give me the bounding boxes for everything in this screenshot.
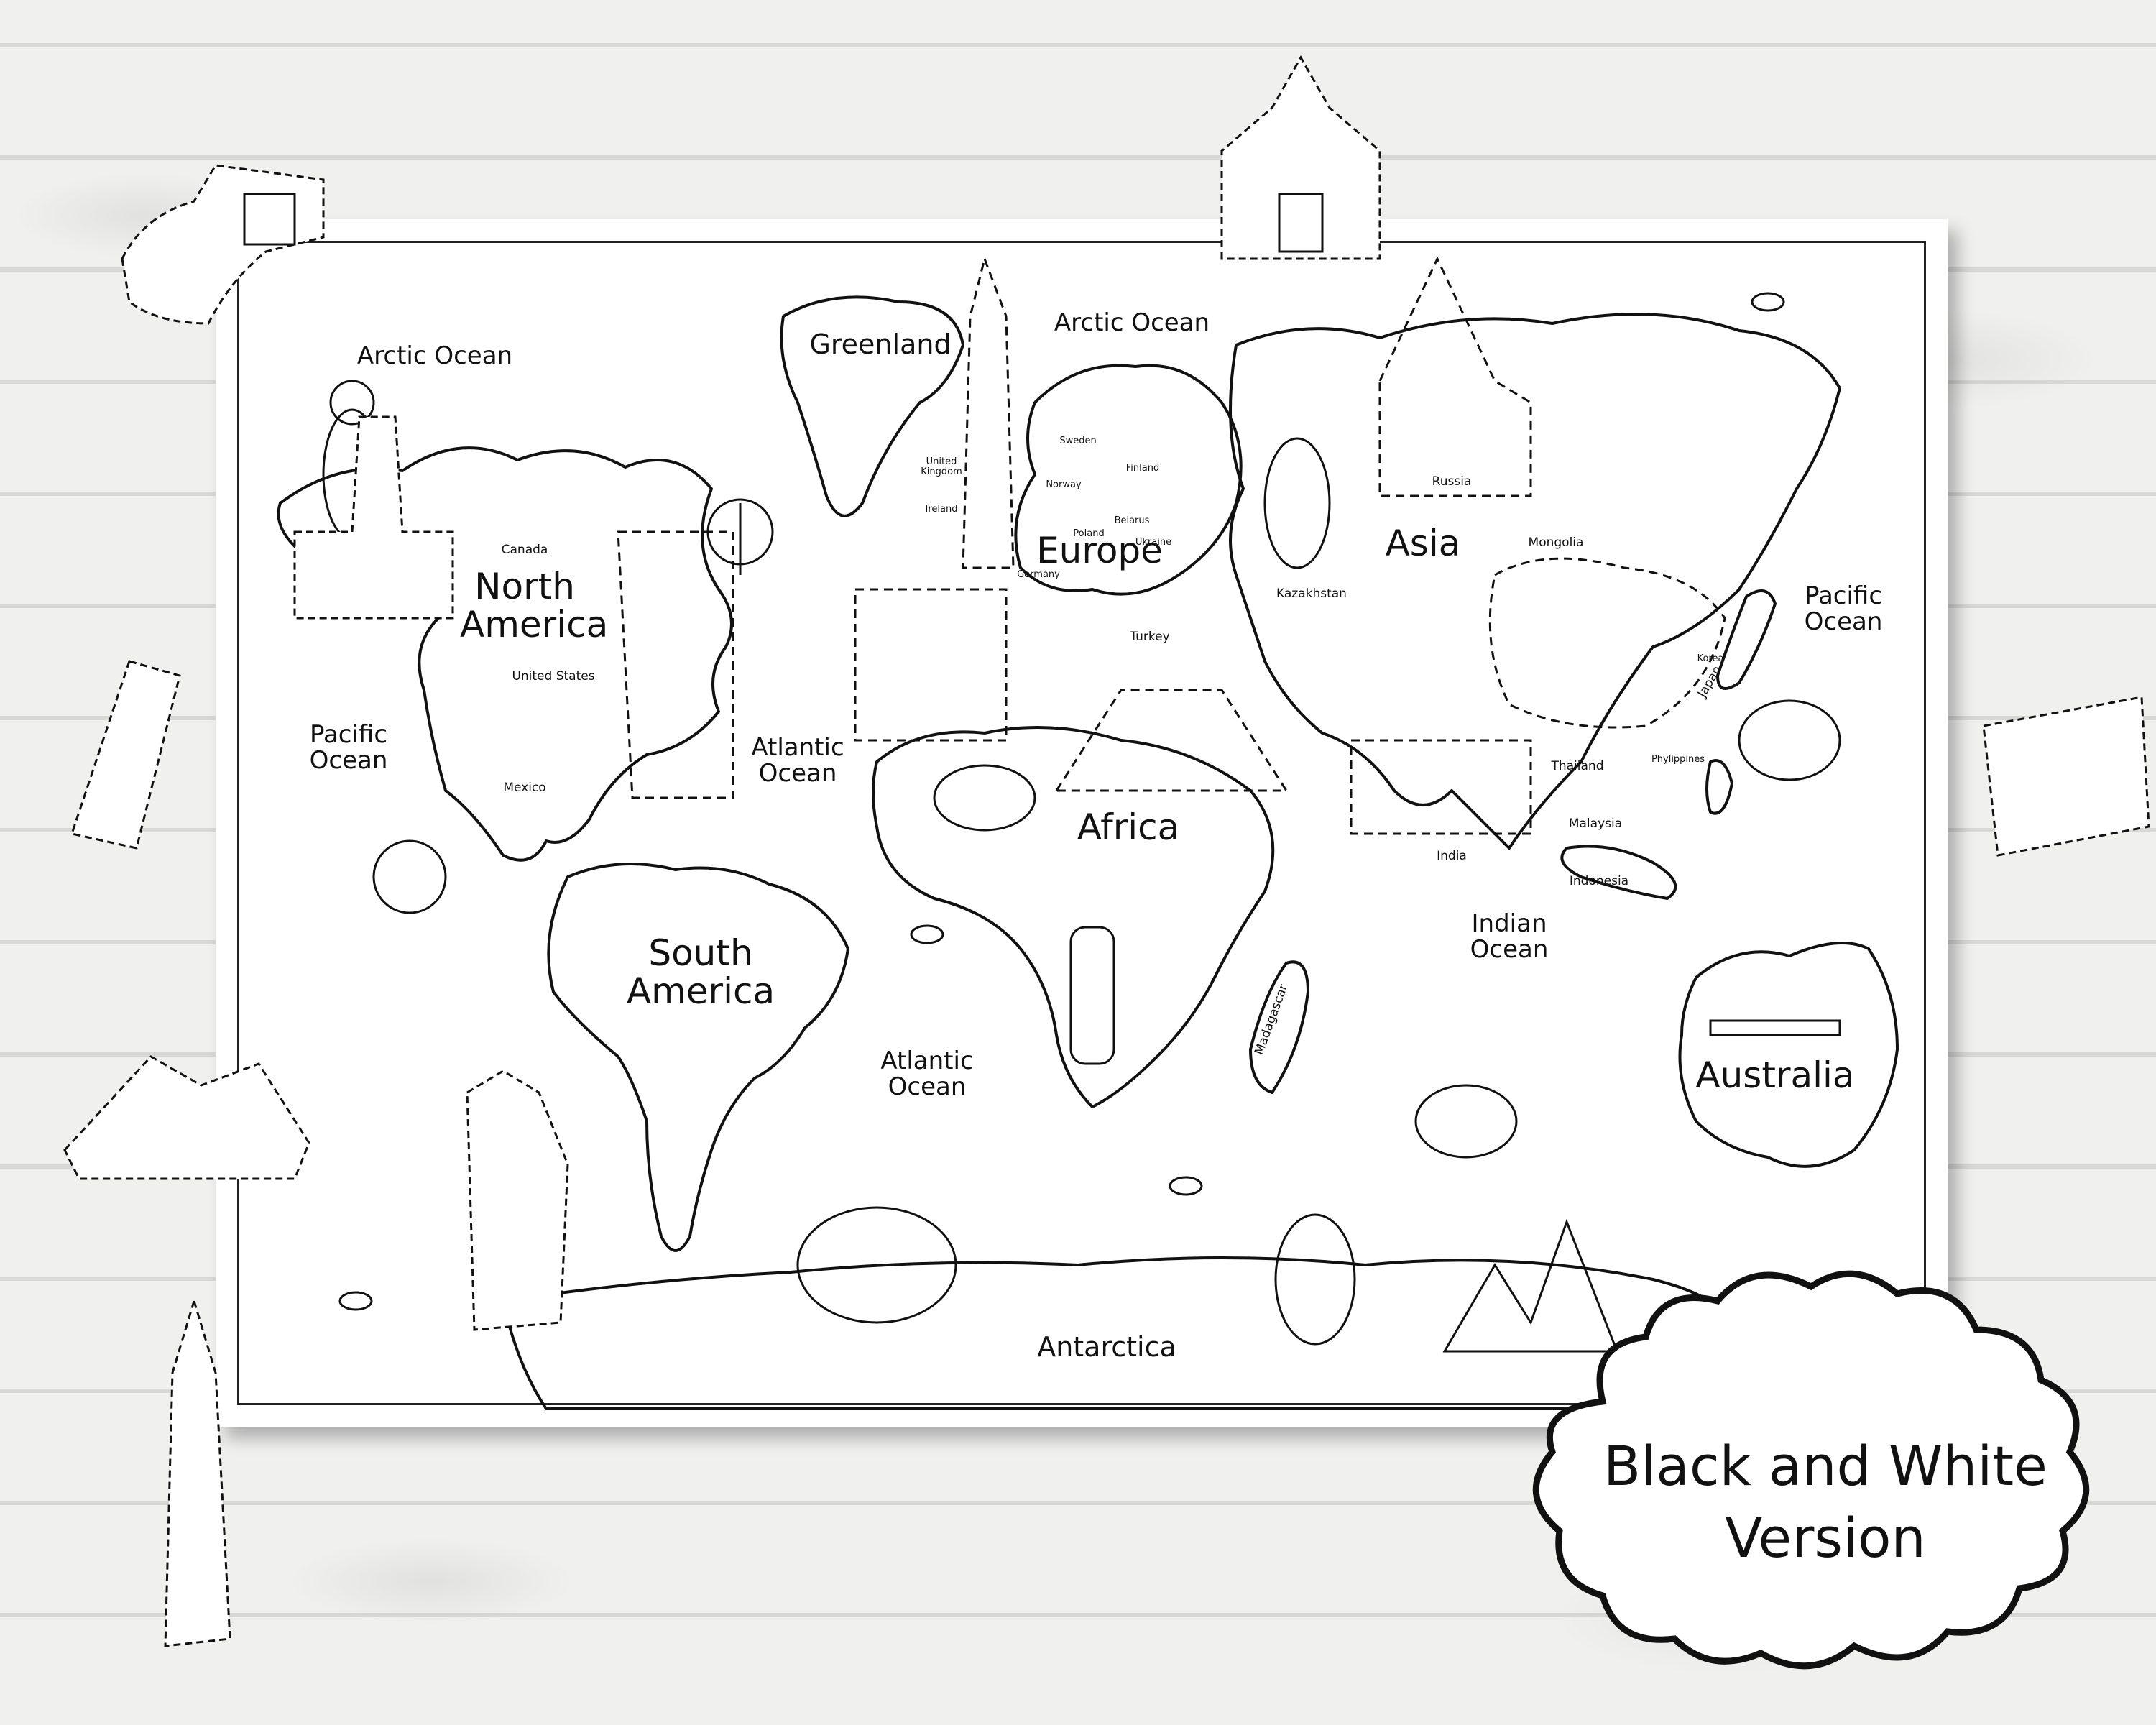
label-mongolia: Mongolia: [1528, 535, 1584, 550]
big-ben-sticker[interactable]: [151, 1294, 244, 1653]
label-atlantic-ocean-north: Atlantic Ocean: [751, 733, 844, 788]
label-norway: Norway: [1046, 479, 1082, 490]
madagascar-outline: [1249, 960, 1309, 1094]
label-arctic-ocean-west: Arctic Ocean: [356, 341, 513, 370]
badge-line-2: Version: [1725, 1506, 1926, 1570]
fish-icon: [338, 1291, 373, 1311]
label-greenland: Greenland: [809, 328, 952, 360]
label-poland: Poland: [1073, 528, 1105, 539]
label-africa: Africa: [1077, 806, 1180, 848]
africa-outline: [872, 726, 1275, 1108]
label-belarus: Belarus: [1114, 515, 1150, 526]
label-atlantic-ocean-south: Atlantic Ocean: [880, 1046, 974, 1101]
orca-icon: [1414, 1084, 1518, 1159]
australia-outline: [1678, 942, 1899, 1168]
great-wall-sticker[interactable]: [101, 151, 338, 338]
rabbit-icon: [1263, 437, 1331, 569]
fish-icon: [910, 924, 944, 944]
label-sweden: Sweden: [1059, 436, 1097, 446]
label-pacific-ocean-west: Pacific Ocean: [309, 720, 388, 775]
label-india: India: [1437, 849, 1467, 863]
eiffel-tower-cutout: [962, 254, 1015, 569]
seal-icon: [1738, 699, 1841, 781]
asia-outline: [1229, 313, 1841, 850]
label-turkey: Turkey: [1130, 630, 1170, 644]
polar-bear-icon: [796, 1206, 957, 1324]
octopus-icon: [372, 840, 447, 914]
label-phylippines: Phylippines: [1651, 754, 1705, 765]
greenland-outline: [780, 295, 964, 518]
leaning-tower-sticker[interactable]: [50, 654, 194, 855]
pisa-cutout: [854, 588, 1008, 742]
label-russia: Russia: [1432, 474, 1472, 489]
label-south-america: South America: [626, 932, 775, 1012]
arc-cutout: [1350, 739, 1532, 835]
label-canada: Canada: [501, 543, 548, 557]
label-korea: Korea: [1697, 653, 1724, 664]
label-germany: Germany: [1017, 569, 1060, 580]
label-united-states: United States: [512, 669, 595, 684]
fish-icon: [1169, 1176, 1203, 1196]
label-mexico: Mexico: [503, 781, 546, 795]
mountains-icon: [1442, 1218, 1619, 1353]
label-antarctica: Antarctica: [1037, 1331, 1176, 1363]
label-ireland: Ireland: [925, 504, 958, 515]
kremlin-sticker[interactable]: [280, 402, 467, 625]
penguin-icon: [1274, 1213, 1356, 1346]
label-asia: Asia: [1385, 523, 1461, 564]
label-europe: Europe: [1036, 530, 1163, 571]
poster-frame: [237, 241, 1926, 1405]
pyramid-cutout: [1054, 689, 1289, 792]
label-thailand: Thailand: [1551, 759, 1604, 773]
liberty-cutout: [617, 530, 734, 799]
badge-cloud: [1532, 1270, 2090, 1670]
crocodile-icon: [1709, 1019, 1841, 1036]
japan-outline: [1716, 589, 1777, 690]
south-america-outline: [547, 862, 849, 1252]
label-finland: Finland: [1125, 463, 1160, 474]
version-badge: Black and White Version: [1524, 1430, 2127, 1574]
indonesia-outline: [1560, 845, 1677, 900]
pyramids-sticker[interactable]: [57, 1042, 316, 1186]
label-kazakhstan: Kazakhstan: [1276, 586, 1347, 601]
giraffe-icon: [1069, 926, 1115, 1065]
label-indonesia: Indonesia: [1569, 874, 1629, 888]
taj-cutout: [1378, 256, 1532, 497]
label-north-america: North America: [460, 566, 609, 645]
label-ukraine: Ukraine: [1135, 537, 1172, 548]
label-australia: Australia: [1695, 1054, 1855, 1096]
label-indian-ocean: Indian Ocean: [1470, 909, 1549, 964]
fish-icon: [1751, 292, 1785, 312]
badge-line-1: Black and White: [1603, 1434, 2047, 1498]
europe-outline: [1014, 364, 1243, 596]
philippines-outline: [1705, 759, 1733, 815]
arc-de-triomphe-sticker[interactable]: [1969, 683, 2156, 862]
statue-of-liberty-sticker[interactable]: [460, 1064, 575, 1337]
great-wall-cutout: [1488, 557, 1726, 729]
label-malaysia: Malaysia: [1568, 816, 1623, 831]
label-pacific-ocean-east: Pacific Ocean: [1804, 581, 1883, 636]
label-united-kingdom: United Kingdom: [921, 456, 962, 477]
taj-mahal-sticker[interactable]: [1207, 50, 1394, 266]
label-arctic-ocean-east: Arctic Ocean: [1054, 308, 1210, 337]
elephant-icon: [933, 764, 1036, 832]
